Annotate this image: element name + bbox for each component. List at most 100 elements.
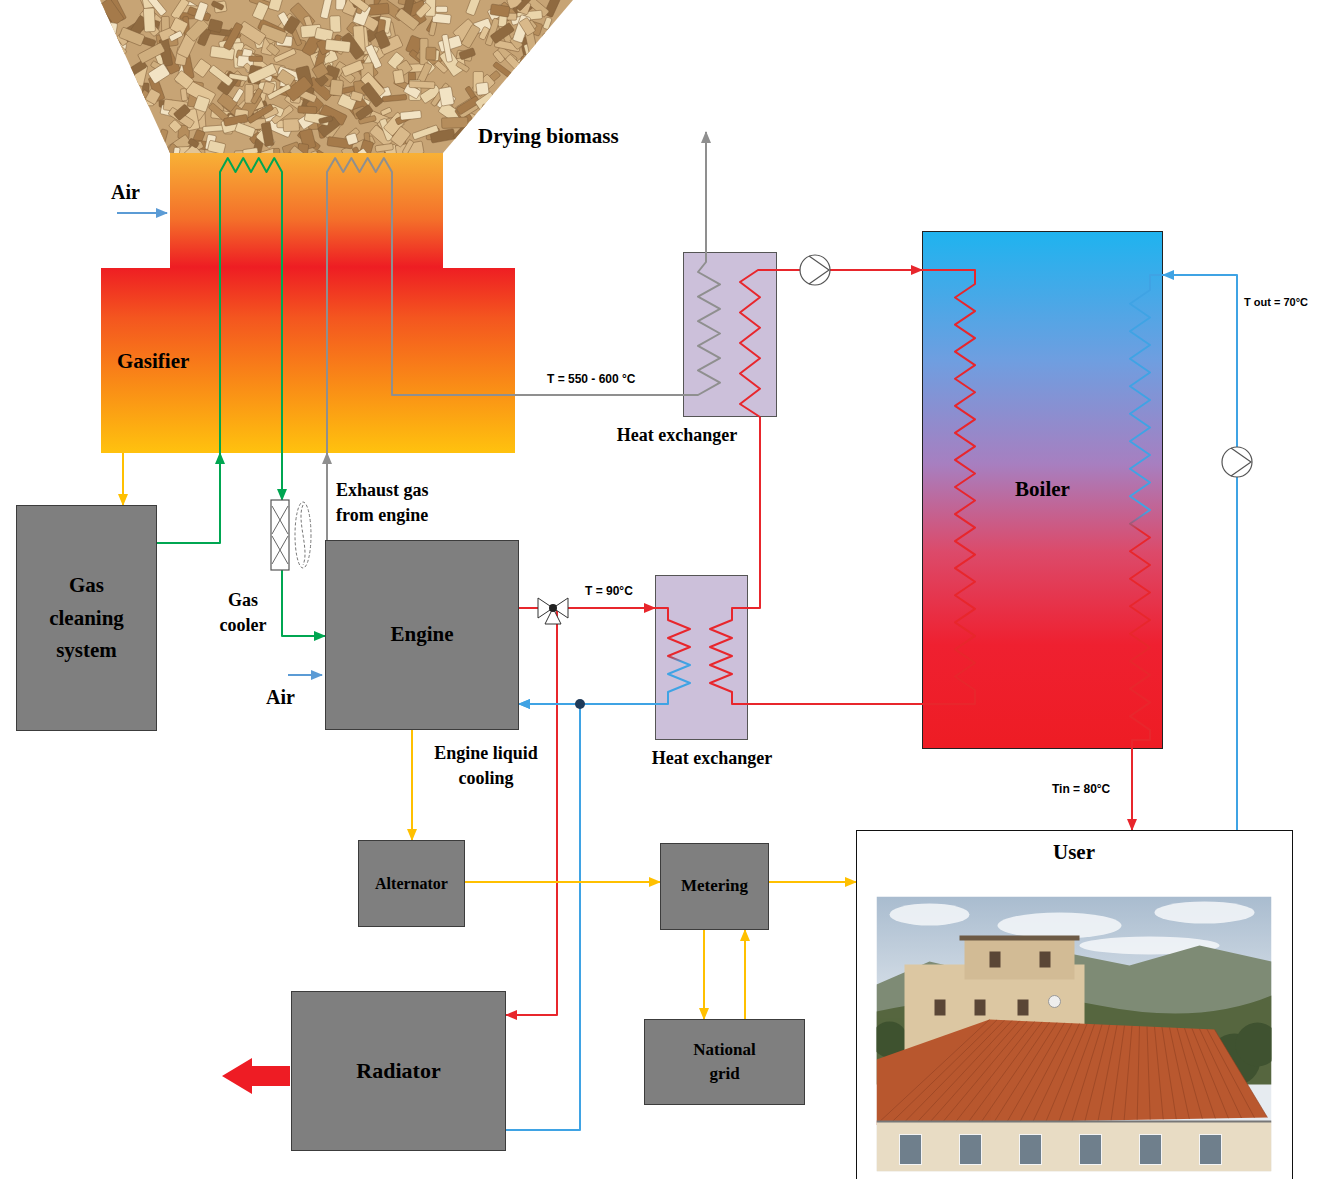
gutter [877, 1121, 1272, 1123]
wood-chip [250, 88, 262, 104]
wood-chip [564, 56, 581, 72]
process-box: National grid [644, 1019, 805, 1105]
window [990, 952, 1001, 968]
wood-chip [349, 0, 370, 12]
wood-chip [564, 12, 582, 31]
window [1020, 1135, 1042, 1165]
boiler-tank: Boiler [922, 231, 1163, 749]
node-label: Gas cooler [214, 588, 272, 638]
wood-chip [409, 81, 435, 89]
wood-chip [148, 63, 170, 84]
wood-chip [466, 0, 483, 16]
wood-chip [499, 98, 517, 111]
inlet-label: Air [266, 686, 295, 709]
wood-chip [493, 50, 505, 63]
wood-chip [88, 0, 102, 10]
heat-exchanger: Heat exchanger [683, 252, 777, 417]
pump-symbol-mark [809, 256, 829, 284]
node-drawing-group [922, 270, 1163, 749]
gasifier: Gasifier [101, 153, 515, 453]
gas-cooler-fin [272, 506, 288, 534]
flow-connector [411, 730, 413, 840]
roof-tile-row [1033, 1024, 1080, 1122]
wood-chip [247, 104, 274, 124]
process-box: Alternator [358, 840, 465, 927]
wood-chip [134, 115, 149, 138]
wood-chip [531, 57, 548, 75]
node-label: Gasifier [117, 349, 531, 374]
wood-chip [439, 87, 455, 107]
cooling-fan-blade [301, 505, 305, 565]
node-label: Heat exchanger [597, 425, 757, 447]
node-label: National grid [680, 1038, 770, 1086]
pump-symbol [800, 255, 830, 285]
heat-exchanger: Heat exchanger [655, 575, 748, 740]
wood-chip [572, 27, 588, 45]
roof-tile-row [1111, 1026, 1124, 1121]
wood-chip [107, 75, 125, 94]
roof-tile-row [1124, 1026, 1132, 1120]
wood-chip [393, 69, 405, 84]
wood-chip [209, 65, 234, 87]
roof-tile-row [1185, 1028, 1216, 1118]
window [900, 1135, 922, 1165]
user-building: User [856, 830, 1293, 1179]
wood-chip [174, 70, 194, 89]
node-drawing-group [655, 608, 748, 704]
wood-chip [558, 82, 575, 98]
wood-chip [105, 45, 122, 66]
wood-chip [180, 88, 187, 101]
roof-tile-row [1085, 1025, 1109, 1121]
roof-tile-row [877, 1020, 990, 1125]
wood-chip [283, 16, 300, 35]
inlet-label: Air [111, 181, 140, 204]
wood-chip [266, 43, 280, 56]
wood-chip [119, 27, 145, 46]
node-label: Gas cleaning system [37, 569, 137, 667]
wood-chip [116, 109, 135, 127]
wood-chip [131, 131, 156, 156]
wood-chip [445, 147, 466, 168]
wood-chip [120, 108, 138, 129]
label-anchor: Engine liquid cooling [418, 741, 554, 791]
heat-exchanger-coil [655, 608, 690, 704]
wood-chip [476, 82, 489, 95]
wood-chip [441, 117, 468, 128]
wood-chip [252, 1, 269, 20]
wood-chip [368, 3, 389, 15]
wood-chip [374, 30, 390, 49]
wood-chip [562, 87, 580, 103]
wood-chip [118, 139, 138, 155]
wood-chip [415, 2, 431, 18]
flow-connector [703, 930, 705, 1019]
wood-chip [97, 134, 112, 152]
wood-chip [511, 71, 531, 83]
window [1018, 1000, 1029, 1016]
wood-chip [137, 42, 165, 63]
wood-chip [207, 140, 225, 154]
wood-chip [570, 101, 584, 118]
wood-chip [173, 104, 190, 121]
wood-chip [94, 63, 122, 78]
wood-chip [544, 79, 568, 97]
flow-connector [326, 453, 328, 540]
boiler-coil [1130, 275, 1163, 749]
node-label: Boiler [1015, 477, 1070, 502]
wood-chip [519, 17, 536, 36]
wood-chip [561, 27, 587, 51]
wood-chip [573, 87, 584, 114]
roof-tile-row [1192, 1029, 1228, 1119]
roof-tile-row [1207, 1029, 1254, 1118]
wood-chip [88, 53, 116, 70]
wood-chip [531, 56, 544, 68]
wood-chip [375, 143, 393, 152]
cloud [890, 904, 970, 926]
flow-label: Engine liquid cooling [418, 741, 554, 791]
wood-chip [122, 73, 135, 88]
wood-chip [232, 88, 244, 103]
wood-chip [194, 2, 208, 22]
tree [1236, 1023, 1272, 1067]
node-drawing [684, 253, 778, 418]
wood-chip [249, 56, 263, 62]
